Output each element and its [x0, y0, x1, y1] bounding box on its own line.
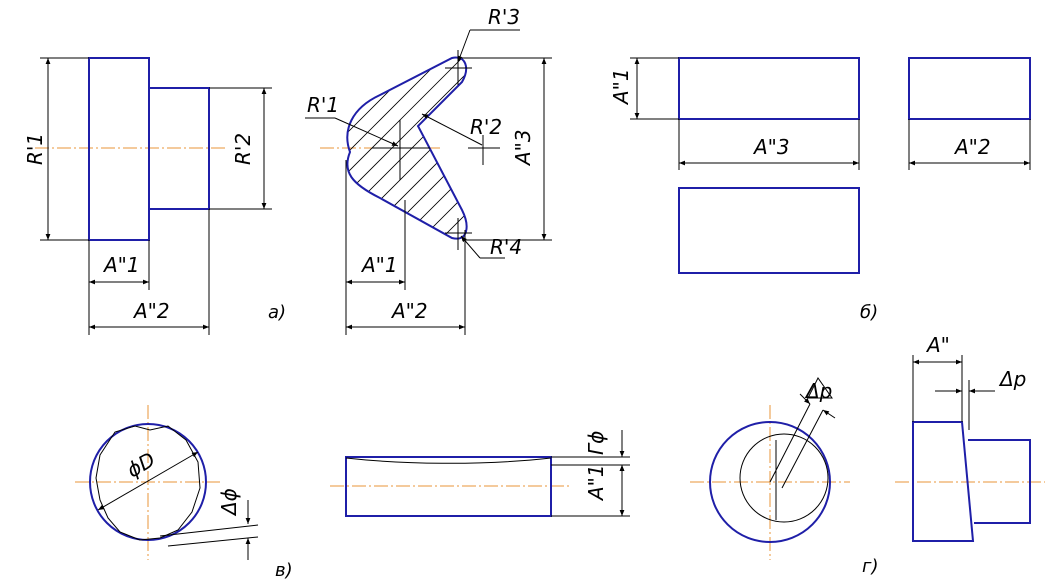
phiD-label: ϕD	[123, 447, 160, 482]
dim-a1-label: A"1	[102, 253, 140, 277]
step-a-label: A"	[925, 333, 950, 357]
block-a1-label: A"1	[609, 68, 633, 106]
shaft-small-step	[148, 87, 210, 210]
delta-phi-label: Δϕ	[217, 488, 241, 517]
panel-a-shaft: R'1 R'2 A"1 A"2	[23, 57, 272, 335]
panel-b-label: б)	[860, 302, 878, 323]
panel-g-label: г)	[862, 556, 878, 577]
flat-a1-label: A"1	[584, 464, 608, 502]
phiD-line	[97, 451, 199, 511]
step-part-large	[912, 421, 975, 542]
flat-bar	[345, 456, 552, 517]
round-measured-profile	[95, 425, 201, 541]
block-a3-label: A"3	[752, 135, 790, 159]
round-profile-circle	[89, 423, 207, 541]
dim-a2-label: A"2	[132, 299, 170, 323]
flat-bar-deviation	[345, 457, 552, 464]
dim-r1-label: R'1	[23, 133, 47, 165]
panel-v: ϕD Δϕ Γϕ A"1 в)	[75, 405, 630, 581]
step-part-small	[968, 439, 1031, 524]
panel-a-label: а)	[268, 302, 286, 323]
shaft-large-step	[88, 57, 150, 241]
vee-a2-label: A"2	[390, 299, 428, 323]
panel-a-vee: R'3 R'1 R'2 R'4 A"3 A"1 A"2 а)	[268, 5, 552, 335]
eccentric-inner-circle	[739, 433, 829, 523]
delta-p-left-triangle	[807, 377, 833, 399]
vee-r3-label: R'3	[488, 5, 520, 29]
eccentric-outer-circle	[709, 421, 831, 543]
block-short	[908, 57, 1031, 120]
vee-a3-label: A"3	[511, 129, 535, 167]
delta-p-right-label: Δp	[998, 367, 1026, 391]
vee-r2-label: R'2	[470, 115, 502, 139]
gamma-phi-label: Γϕ	[584, 431, 608, 455]
block-long	[678, 57, 860, 120]
delta-p-left-label: Δp	[804, 379, 832, 403]
panel-b: A"1 A"3 A"2 б)	[609, 57, 1031, 323]
vee-a1-label: A"1	[360, 253, 398, 277]
panel-v-label: в)	[275, 560, 293, 581]
panel-g: Δp A" Δp г)	[690, 333, 1045, 577]
dim-r2-label: R'2	[231, 133, 255, 165]
vee-r1-label: R'1	[307, 93, 339, 117]
vee-outline	[346, 56, 468, 240]
block-a2-label: A"2	[953, 135, 991, 159]
vee-r4-label: R'4	[490, 235, 522, 259]
block-lower	[678, 187, 860, 274]
